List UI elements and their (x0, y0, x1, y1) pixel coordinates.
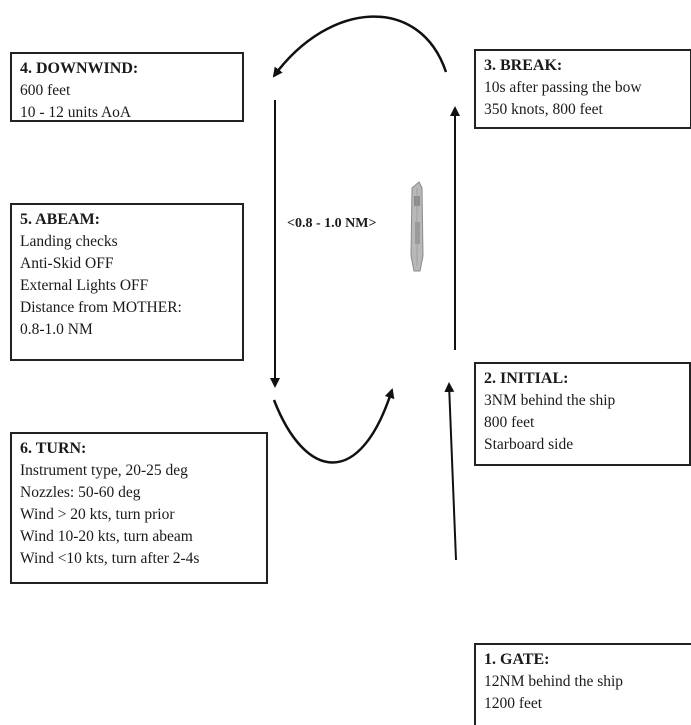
break-turn-arc (272, 15, 448, 78)
final-turn-arc (272, 388, 395, 464)
step-detail: 10 - 12 units AoA (20, 104, 132, 121)
step-detail: Starboard side (484, 436, 574, 453)
step-turn-box: 6. TURN: Instrument type, 20-25 deg Nozz… (10, 432, 268, 584)
step-detail: 600 feet (20, 82, 71, 99)
step-detail: Wind 10-20 kts, turn abeam (20, 528, 193, 545)
step-title: 3. BREAK: (484, 57, 563, 74)
ship-icon (410, 181, 424, 272)
step-title: 4. DOWNWIND: (20, 60, 139, 77)
step-detail: Instrument type, 20-25 deg (20, 462, 188, 479)
step-detail: 3NM behind the ship (484, 392, 616, 409)
step-detail: Anti-Skid OFF (20, 255, 114, 272)
step-detail: 12NM behind the ship (484, 673, 624, 690)
step-initial-box: 2. INITIAL: 3NM behind the ship 800 feet… (474, 362, 691, 466)
step-detail: Wind <10 kts, turn after 2-4s (20, 550, 200, 567)
step-detail: Distance from MOTHER: (20, 299, 182, 316)
step-gate-box: 1. GATE: 12NM behind the ship 1200 feet (474, 643, 691, 725)
step-title: 2. INITIAL: (484, 370, 569, 387)
step-title: 1. GATE: (484, 651, 550, 668)
distance-label: <0.8 - 1.0 NM> (287, 216, 377, 231)
step-detail: Wind > 20 kts, turn prior (20, 506, 175, 523)
step-downwind-box: 4. DOWNWIND: 600 feet 10 - 12 units AoA (10, 52, 244, 122)
step-detail: Landing checks (20, 233, 118, 250)
initial-approach-arrow (444, 382, 457, 561)
step-detail: 10s after passing the bow (484, 79, 642, 96)
step-title: 5. ABEAM: (20, 211, 100, 228)
step-detail: External Lights OFF (20, 277, 149, 294)
step-detail: 800 feet (484, 414, 535, 431)
step-break-box: 3. BREAK: 10s after passing the bow 350 … (474, 49, 691, 129)
step-title: 6. TURN: (20, 440, 87, 457)
step-detail: Nozzles: 50-60 deg (20, 484, 141, 501)
step-detail: 1200 feet (484, 695, 543, 712)
step-abeam-box: 5. ABEAM: Landing checks Anti-Skid OFF E… (10, 203, 244, 361)
step-detail: 0.8-1.0 NM (20, 321, 93, 338)
step-detail: 350 knots, 800 feet (484, 101, 603, 118)
